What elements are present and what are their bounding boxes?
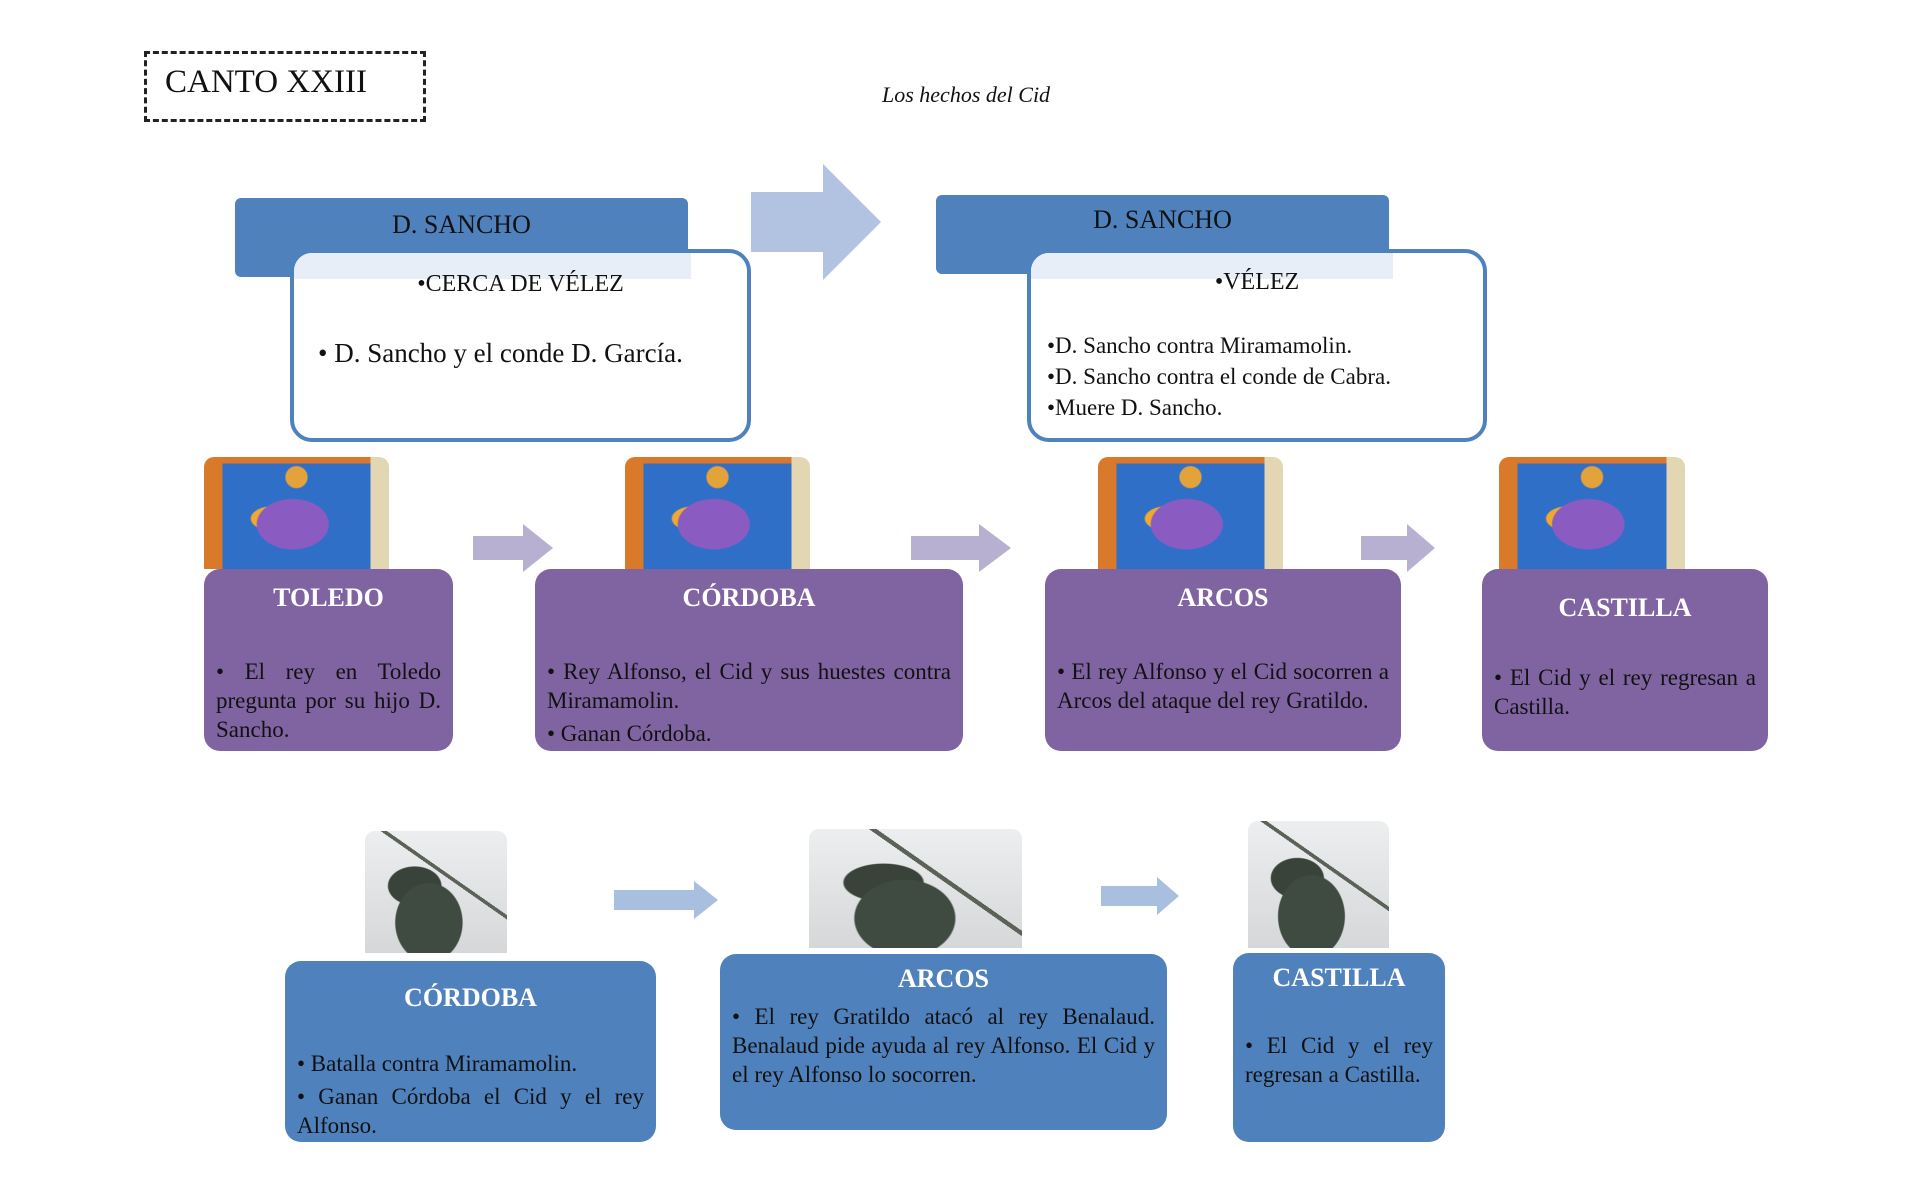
top-right-item: •D. Sancho contra el conde de Cabra. <box>1047 364 1391 389</box>
top-right-item: •D. Sancho contra Miramamolin. <box>1047 333 1353 358</box>
cid-card-title: ARCOS <box>897 964 989 993</box>
cid-card-title: CÓRDOBA <box>404 983 537 1012</box>
right-arrow-icon <box>1361 524 1435 572</box>
top-right-detail-box: •VÉLEZ •D. Sancho contra Miramamolin. •D… <box>1027 249 1487 442</box>
canto-title: CANTO XXIII <box>165 64 367 100</box>
right-arrow-icon <box>614 881 718 919</box>
cid-card-item: • El Cid y el rey regresan a Castilla. <box>1245 1033 1433 1087</box>
cid-statue-image <box>365 831 507 953</box>
cid-statue-image <box>809 829 1022 948</box>
event-card-item: • Rey Alfonso, el Cid y sus huestes cont… <box>547 659 951 713</box>
event-card-title: ARCOS <box>1177 583 1269 612</box>
page-subtitle: Los hechos del Cid <box>882 82 1051 107</box>
event-card-title: TOLEDO <box>273 583 384 612</box>
king-portrait-image <box>1098 457 1283 569</box>
top-left-header-label: D. SANCHO <box>392 210 531 239</box>
top-left-detail-box: •CERCA DE VÉLEZ • D. Sancho y el conde D… <box>290 249 751 442</box>
top-right-place: •VÉLEZ <box>1214 269 1300 295</box>
event-card-title: CÓRDOBA <box>682 583 816 612</box>
event-card-castilla: CASTILLA • El Cid y el rey regresan a Ca… <box>1482 569 1768 751</box>
cid-card-item: • Batalla contra Miramamolin. <box>297 1051 578 1076</box>
cid-card-arcos: ARCOS • El rey Gratildo atacó al rey Ben… <box>720 954 1167 1130</box>
cid-card-cordoba: CÓRDOBA • Batalla contra Miramamolin. • … <box>285 961 656 1142</box>
top-right-header-label: D. SANCHO <box>1093 205 1232 234</box>
canto-title-box: CANTO XXIII <box>144 51 426 122</box>
cid-card-item: • El rey Gratildo atacó al rey Benalaud.… <box>732 1004 1155 1087</box>
top-right-item: •Muere D. Sancho. <box>1047 395 1223 420</box>
cid-card-item: • Ganan Córdoba el Cid y el rey Alfonso. <box>297 1084 644 1138</box>
event-card-item: • El rey en Toledo pregunta por su hijo … <box>216 659 441 742</box>
right-arrow-icon <box>1101 877 1179 915</box>
king-portrait-image <box>1499 457 1685 569</box>
cid-statue-image <box>1248 821 1389 948</box>
big-right-arrow-icon <box>751 164 881 280</box>
right-arrow-icon <box>911 524 1011 572</box>
event-card-arcos: ARCOS • El rey Alfonso y el Cid socorren… <box>1045 569 1401 751</box>
top-left-place: •CERCA DE VÉLEZ <box>417 271 624 297</box>
king-portrait-image <box>625 457 810 569</box>
event-card-item: • El Cid y el rey regresan a Castilla. <box>1494 665 1756 719</box>
right-arrow-icon <box>473 524 553 572</box>
cid-card-title: CASTILLA <box>1272 963 1406 992</box>
event-card-item: • Ganan Córdoba. <box>547 721 712 746</box>
event-card-title: CASTILLA <box>1558 593 1692 622</box>
king-portrait-image <box>204 457 389 569</box>
event-card-cordoba: CÓRDOBA • Rey Alfonso, el Cid y sus hues… <box>535 569 963 751</box>
top-left-item: • D. Sancho y el conde D. García. <box>318 338 683 368</box>
cid-card-castilla: CASTILLA • El Cid y el rey regresan a Ca… <box>1233 953 1445 1142</box>
event-card-item: • El rey Alfonso y el Cid socorren a Arc… <box>1057 659 1389 713</box>
event-card-toledo: TOLEDO • El rey en Toledo pregunta por s… <box>204 569 453 751</box>
